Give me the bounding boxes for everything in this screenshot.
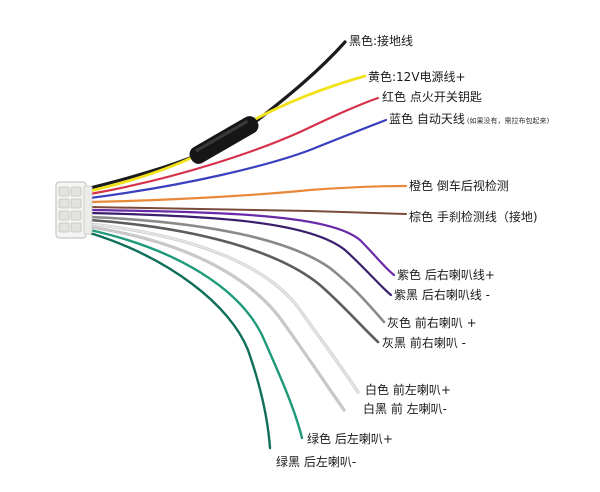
connector-pin-slot	[58, 186, 70, 197]
label-brown-handbrake: 棕色 手刹检测线（接地)	[409, 210, 538, 224]
label-black-ground: 黑色:接地线	[349, 34, 414, 48]
wire-gray-black	[88, 218, 380, 344]
label-red-ignition: 红色 点火开关钥匙	[382, 90, 482, 104]
label-green-black-rear-left-minus: 绿黑 后左喇叭-	[276, 455, 357, 469]
label-gray-front-right-plus: 灰色 前右喇叭 +	[387, 316, 477, 330]
connector-pin-slot	[58, 198, 70, 209]
inline-fuse-holder	[189, 116, 259, 164]
fuse-highlight	[195, 120, 248, 152]
wire-gray	[88, 215, 386, 324]
wire-blue	[88, 118, 388, 200]
wire-green	[88, 228, 304, 440]
label-white-black-front-left-minus: 白黑 前 左喇叭-	[363, 402, 447, 416]
label-blue-antenna: 蓝色 自动天线(如果没有，需拉布包起来)	[389, 112, 549, 128]
wire-purple	[88, 208, 396, 277]
wire-white	[88, 222, 360, 394]
wire-brown	[89, 206, 407, 215]
harness-connector	[55, 181, 93, 239]
wire-white-black	[88, 225, 346, 412]
label-green-rear-left-plus: 绿色 后左喇叭+	[307, 432, 393, 446]
connector-pin-slot	[70, 222, 82, 233]
label-gray-black-front-right-minus: 灰黑 前右喇叭 -	[382, 336, 466, 350]
fuse-body	[189, 116, 259, 164]
label-orange-reverse: 橙色 倒车后视检测	[409, 179, 509, 193]
label-blue-antenna-note: (如果没有，需拉布包起来)	[466, 117, 550, 125]
label-yellow-power: 黄色:12V电源线+	[368, 70, 466, 84]
wire-orange	[88, 184, 408, 204]
label-purple-rear-right-plus: 紫色 后右喇叭线+	[397, 268, 495, 282]
connector-pin-slot	[58, 222, 70, 233]
connector-latch	[83, 185, 93, 235]
wire-black	[88, 40, 347, 190]
connector-pin-slot	[70, 186, 82, 197]
label-blue-antenna-text: 蓝色 自动天线	[389, 112, 465, 126]
label-purple-black-rear-right-minus: 紫黑 后右喇叭线 -	[394, 288, 490, 302]
connector-pin-slot	[70, 210, 82, 221]
connector-pin-slot	[70, 198, 82, 209]
connector-pin-slot	[58, 210, 70, 221]
wire-red	[88, 96, 380, 196]
fuse-shell	[189, 116, 259, 164]
wire-group	[88, 40, 408, 450]
label-white-front-left-plus: 白色 前左喇叭+	[365, 383, 451, 397]
wire-green-black	[88, 231, 272, 450]
wire-purple-black	[88, 211, 393, 297]
